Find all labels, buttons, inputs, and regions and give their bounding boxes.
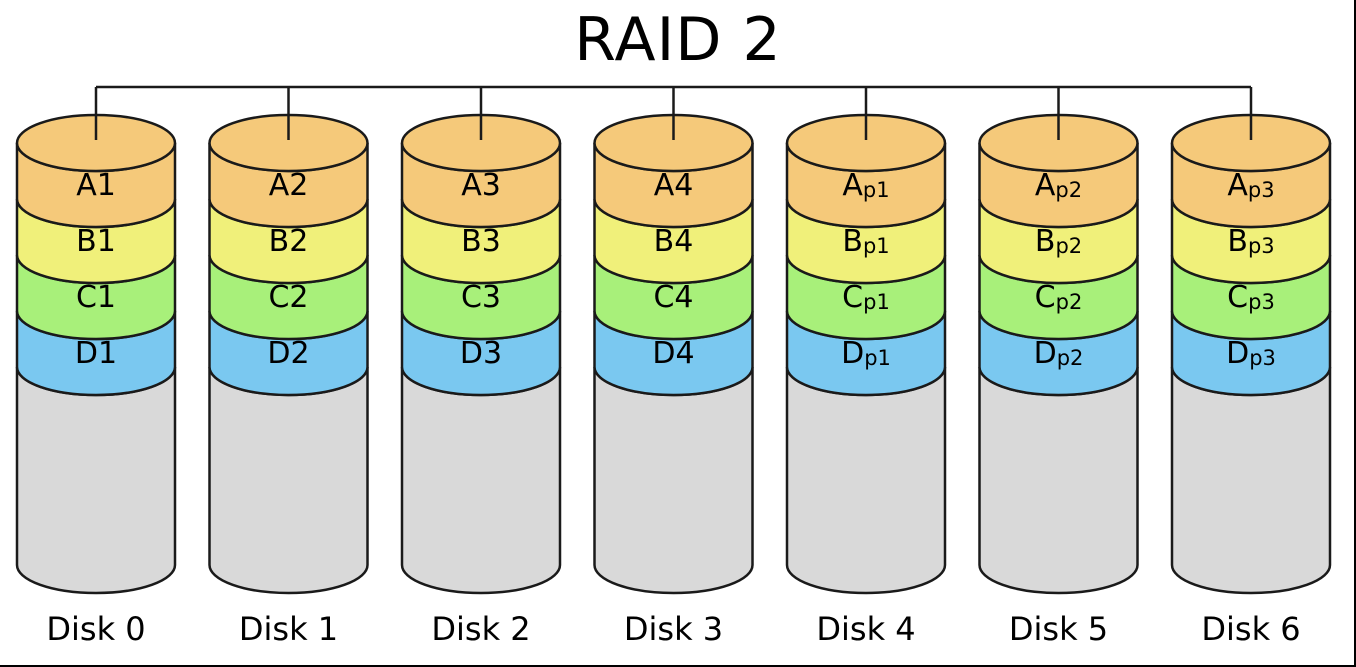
segment-label: Dp3 — [1226, 336, 1276, 371]
disk-label: Disk 6 — [1201, 610, 1300, 648]
segment-label: A4 — [654, 168, 694, 203]
segment-label: A2 — [269, 168, 309, 203]
segment-label: B4 — [654, 224, 694, 259]
segment-label: B3 — [461, 224, 501, 259]
segment-label: Ap1 — [842, 168, 889, 203]
segment-label: A3 — [461, 168, 501, 203]
segment-label: A1 — [76, 168, 116, 203]
segment-label: Bp2 — [1035, 224, 1082, 259]
segment-label: Cp2 — [1035, 280, 1083, 315]
segment-label: Cp1 — [842, 280, 890, 315]
segment-label: C2 — [268, 280, 308, 315]
segment-label: C3 — [461, 280, 501, 315]
segment-label: Cp3 — [1227, 280, 1275, 315]
segment-label: D4 — [652, 336, 694, 371]
segment-label: C4 — [653, 280, 693, 315]
segment-label: Ap2 — [1035, 168, 1082, 203]
segment-label: Ap3 — [1227, 168, 1274, 203]
segment-label: C1 — [76, 280, 116, 315]
disk-label: Disk 3 — [624, 610, 723, 648]
disk-empty-space — [400, 366, 562, 595]
segment-label: B1 — [76, 224, 116, 259]
segment-label: Dp1 — [841, 336, 891, 371]
disk-label: Disk 0 — [46, 610, 145, 648]
disk-label: Disk 4 — [816, 610, 915, 648]
disk-label: Disk 5 — [1009, 610, 1108, 648]
disk-label: Disk 1 — [239, 610, 338, 648]
segment-label: D2 — [267, 336, 309, 371]
disk-empty-space — [785, 366, 947, 595]
diagram-title: RAID 2 — [574, 5, 782, 75]
segment-label: B2 — [269, 224, 309, 259]
segment-label: D1 — [75, 336, 117, 371]
disk-empty-space — [208, 366, 369, 595]
segment-label: Dp2 — [1034, 336, 1084, 371]
disk-empty-space — [15, 366, 177, 595]
disk-empty-space — [1170, 366, 1332, 595]
segment-label: Bp3 — [1227, 224, 1274, 259]
disk-label: Disk 2 — [431, 610, 530, 648]
segment-label: Bp1 — [842, 224, 889, 259]
segment-label: D3 — [460, 336, 502, 371]
disk-empty-space — [978, 366, 1139, 595]
disk-empty-space — [593, 366, 754, 595]
